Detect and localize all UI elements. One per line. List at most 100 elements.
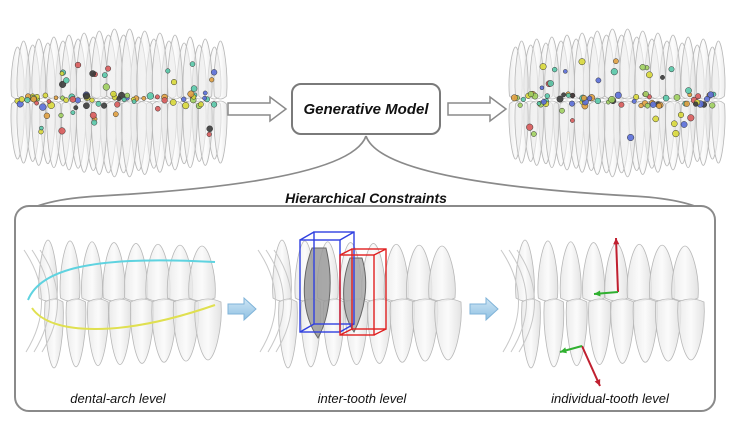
tooth-shape bbox=[31, 100, 46, 166]
output-dentition-point-cloud bbox=[508, 28, 726, 178]
generative-model-label: Generative Model bbox=[303, 100, 429, 118]
landmark-point bbox=[146, 92, 155, 100]
landmark-point bbox=[530, 131, 537, 137]
tooth-shape bbox=[544, 100, 560, 169]
dental-arch-curve-upper bbox=[27, 259, 216, 301]
bounding-box-edges bbox=[299, 231, 355, 333]
landmark-point bbox=[646, 71, 653, 79]
landmark-point bbox=[89, 70, 97, 77]
generative-model-box[interactable]: Generative Model bbox=[291, 83, 441, 135]
landmark-point bbox=[154, 94, 160, 100]
tooth-shape bbox=[559, 34, 575, 100]
landmark-point bbox=[181, 96, 187, 102]
tooth-shape bbox=[120, 100, 139, 178]
landmark-point bbox=[124, 92, 131, 99]
landmark-point bbox=[39, 103, 47, 111]
landmark-point bbox=[570, 118, 575, 123]
landmark-point bbox=[73, 105, 79, 111]
tooth-shape bbox=[76, 100, 93, 173]
landmark-point bbox=[83, 102, 90, 110]
tooth-shape bbox=[87, 298, 109, 367]
landmark-point bbox=[536, 101, 542, 106]
tooth-shape bbox=[696, 38, 711, 100]
landmark-point bbox=[105, 65, 112, 72]
incisor-outline bbox=[23, 249, 42, 353]
landmark-point bbox=[652, 115, 659, 123]
landmark-point bbox=[704, 95, 711, 103]
tooth-shape bbox=[711, 100, 726, 164]
landmark-point bbox=[662, 94, 670, 102]
tooth-shape bbox=[696, 100, 711, 166]
landmark-point bbox=[527, 91, 534, 98]
landmark-point bbox=[161, 97, 168, 104]
landmark-point bbox=[581, 95, 587, 101]
landmark-point bbox=[547, 80, 554, 87]
tooth-shape bbox=[213, 100, 228, 164]
tooth-shape bbox=[136, 100, 154, 175]
tooth-shape bbox=[46, 100, 62, 169]
flow-arrow-1 bbox=[227, 296, 257, 322]
bounding-box-back bbox=[313, 231, 355, 325]
tooth-shape bbox=[389, 298, 415, 363]
flow-arrow-2 bbox=[469, 296, 499, 322]
tooth-shape bbox=[655, 298, 682, 362]
tooth-shape bbox=[105, 100, 124, 178]
landmark-point bbox=[618, 101, 625, 108]
landmark-point bbox=[672, 130, 680, 138]
incisor-outline bbox=[31, 249, 50, 353]
landmark-point bbox=[540, 98, 547, 105]
landmark-point bbox=[42, 92, 49, 99]
landmark-point bbox=[539, 85, 545, 91]
landmark-point bbox=[170, 79, 178, 86]
landmark-point bbox=[89, 97, 95, 103]
landmark-point bbox=[613, 58, 619, 65]
landmark-point bbox=[101, 72, 108, 78]
landmark-point bbox=[569, 100, 575, 107]
tooth-shape bbox=[278, 298, 298, 369]
landmark-point bbox=[695, 93, 702, 100]
landmark-point bbox=[114, 101, 121, 108]
tooth-shape bbox=[151, 100, 168, 173]
axis-vector-green-down bbox=[559, 345, 583, 354]
landmark-point bbox=[211, 101, 218, 108]
landmark-point bbox=[552, 66, 558, 73]
landmark-point bbox=[43, 112, 51, 119]
landmark-point bbox=[165, 68, 171, 74]
landmark-point bbox=[63, 77, 70, 84]
landmark-point bbox=[206, 125, 213, 133]
landmark-point bbox=[578, 58, 586, 66]
landmark-point bbox=[594, 97, 601, 105]
landmark-point bbox=[586, 95, 593, 101]
individual-tooth-panel bbox=[500, 237, 705, 387]
tooth-highlight-1 bbox=[303, 247, 331, 339]
tooth-shape bbox=[90, 30, 108, 100]
landmark-point bbox=[95, 100, 102, 107]
landmark-point bbox=[209, 77, 215, 83]
landmark-point bbox=[69, 96, 77, 103]
landmark-point bbox=[649, 101, 657, 108]
landmark-point bbox=[627, 133, 635, 142]
tooth-shape bbox=[194, 298, 222, 361]
landmark-point bbox=[517, 102, 523, 108]
landmark-point bbox=[110, 90, 117, 98]
landmark-point bbox=[709, 102, 716, 109]
tooth-shape bbox=[680, 36, 696, 100]
tooth-shape bbox=[151, 298, 177, 363]
tooth-shape bbox=[46, 36, 62, 100]
tooth-shape bbox=[412, 298, 439, 362]
landmark-point bbox=[707, 91, 715, 99]
tooth-shape bbox=[543, 298, 565, 368]
arrow-input-to-model bbox=[227, 95, 288, 123]
inter-tooth-level-label: inter-tooth level bbox=[317, 391, 407, 406]
landmark-point bbox=[610, 68, 618, 76]
tooth-shape bbox=[120, 28, 139, 100]
landmark-point bbox=[614, 91, 622, 99]
incisor-outline bbox=[273, 249, 292, 353]
landmark-point bbox=[112, 111, 119, 118]
landmark-point bbox=[206, 131, 212, 137]
landmark-point bbox=[693, 101, 699, 107]
tooth-shape bbox=[65, 298, 87, 368]
landmark-point bbox=[89, 111, 97, 119]
landmark-point bbox=[539, 63, 547, 71]
tooth-shape bbox=[677, 298, 705, 361]
